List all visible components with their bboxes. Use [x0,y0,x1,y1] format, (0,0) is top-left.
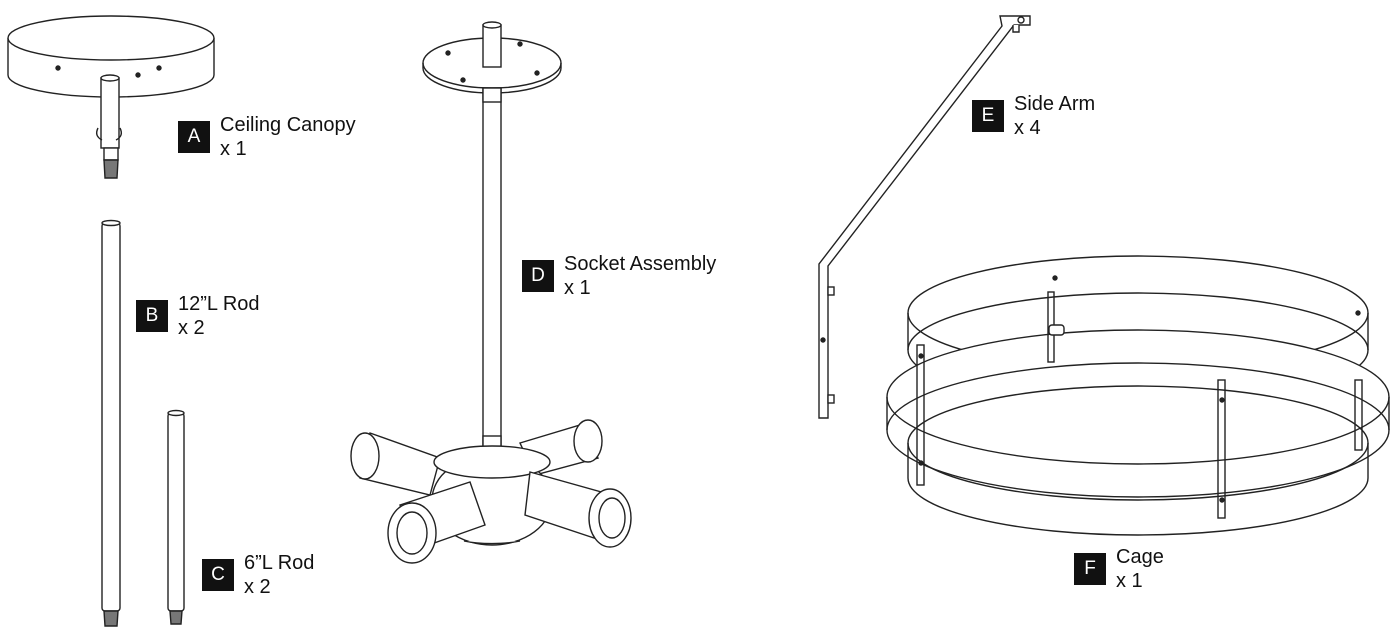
socket-assembly-drawing [350,21,632,564]
part-name: Cage [1116,546,1164,568]
part-quantity: x 1 [220,138,247,160]
part-letter-badge: C [202,559,234,591]
part-name: Side Arm [1014,93,1096,115]
part-label-c: C 6”L Rod x 2 [202,551,314,599]
side-arm-drawing [818,15,1031,419]
part-name: Socket Assembly [564,253,717,275]
part-name: Ceiling Canopy [220,114,356,136]
part-quantity: x 1 [1116,570,1143,592]
part-letter-badge: F [1074,553,1106,585]
part-letter-badge: B [136,300,168,332]
part-label-b: B 12”L Rod x 2 [136,292,260,340]
part-label-f: F Cage x 1 [1074,545,1164,593]
part-quantity: x 1 [564,277,591,299]
part-quantity: x 2 [244,576,271,598]
ceiling-canopy-drawing [7,15,215,179]
part-letter-badge: D [522,260,554,292]
part-name: 6”L Rod [244,552,315,574]
twelve-inch-rod-drawing [101,219,121,627]
cage-drawing [886,255,1390,536]
part-label-e: E Side Arm x 4 [972,92,1095,140]
part-letter-badge: A [178,121,210,153]
part-label-a: A Ceiling Canopy x 1 [178,113,356,161]
part-quantity: x 2 [178,317,205,339]
part-label-d: D Socket Assembly x 1 [522,252,716,300]
part-letter-badge: E [972,100,1004,132]
part-quantity: x 4 [1014,117,1041,139]
part-name: 12”L Rod [178,293,260,315]
six-inch-rod-drawing [167,409,185,625]
